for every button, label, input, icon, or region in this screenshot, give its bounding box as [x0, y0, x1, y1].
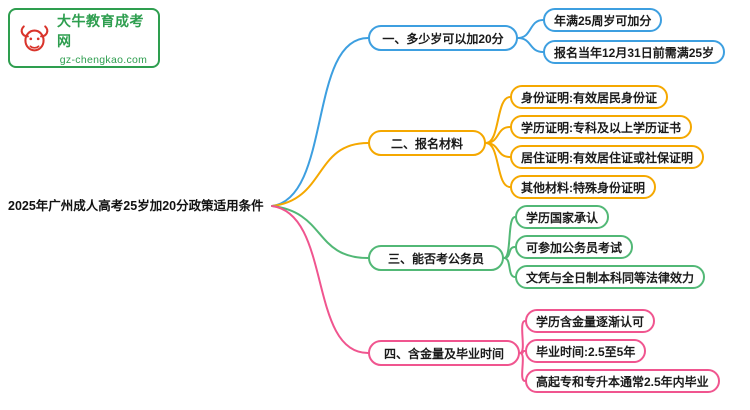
connector-line: [503, 216, 516, 259]
site-logo[interactable]: 大牛教育成考网 gz-chengkao.com: [8, 8, 160, 68]
connector-line: [271, 205, 369, 259]
leaf-node: 学历含金量逐渐认可: [525, 309, 656, 333]
leaf-node: 可参加公务员考试: [515, 235, 634, 259]
leaf-node: 身份证明:有效居民身份证: [510, 85, 668, 109]
bull-icon: [20, 25, 49, 52]
leaf-node: 其他材料:特殊身份证明: [510, 175, 656, 199]
leaf-node: 报名当年12月31日前需满25岁: [543, 40, 726, 64]
connector-line: [517, 19, 544, 39]
connector-line: [485, 142, 511, 188]
leaf-node: 毕业时间:2.5至5年: [525, 339, 647, 363]
connector-line: [485, 96, 511, 144]
leaf-node: 年满25周岁可加分: [543, 8, 663, 32]
branch-node-age-bonus: 一、多少岁可以加20分: [368, 25, 518, 51]
leaf-node: 居住证明:有效居住证或社保证明: [510, 145, 704, 169]
leaf-node: 文凭与全日制本科同等法律效力: [515, 265, 706, 289]
connector-line: [271, 37, 369, 207]
connector-line: [503, 257, 516, 278]
connector-line: [503, 246, 516, 259]
connector-line: [517, 37, 544, 53]
connector-line: [271, 142, 369, 207]
leaf-node: 高起专和专升本通常2.5年内毕业: [525, 369, 720, 393]
connector-line: [485, 142, 511, 158]
leaf-node: 学历国家承认: [515, 205, 610, 229]
root-node: 2025年广州成人高考25岁加20分政策适用条件: [8, 199, 264, 213]
logo-title: 大牛教育成考网: [56, 12, 144, 49]
branch-node-civil-service: 三、能否考公务员: [368, 245, 504, 271]
connector-line: [271, 205, 369, 354]
branch-node-materials: 二、报名材料: [368, 130, 486, 156]
logo-url: gz-chengkao.com: [59, 53, 148, 66]
connector-line: [485, 126, 511, 144]
connector-line: [519, 352, 526, 382]
branch-node-value-graduation: 四、含金量及毕业时间: [368, 340, 520, 366]
leaf-node: 学历证明:专科及以上学历证书: [510, 115, 692, 139]
